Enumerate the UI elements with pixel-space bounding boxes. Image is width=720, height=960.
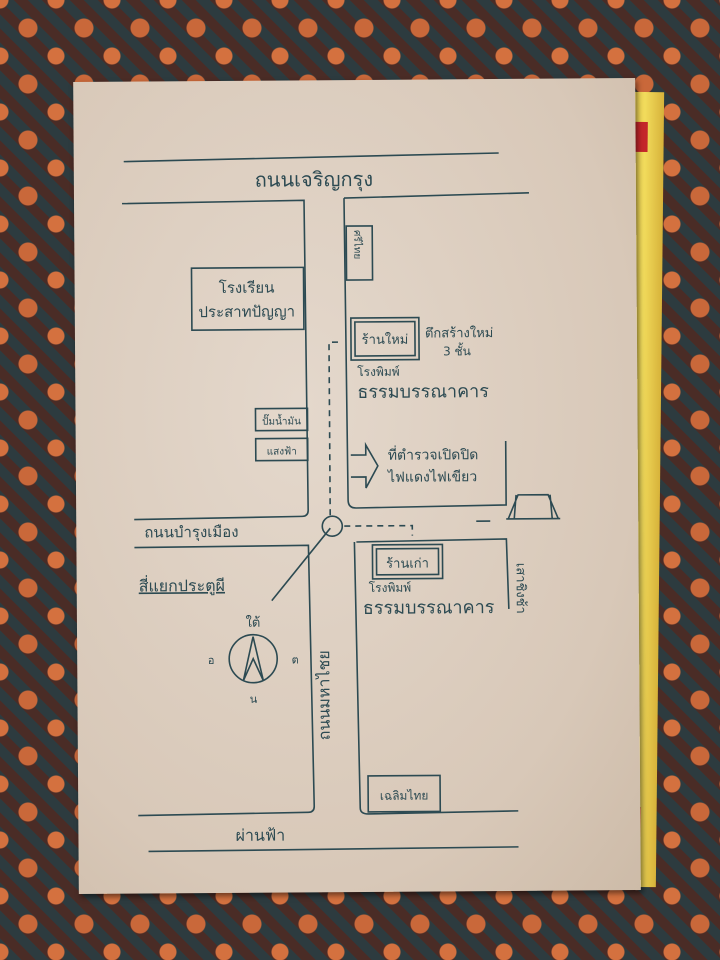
- road-label-maha-chai: ถนนมหาไชย: [314, 650, 334, 740]
- pointer-line: [271, 527, 331, 602]
- compass-south: ใต้: [245, 615, 260, 631]
- school-label: ประสาทปัญญา: [198, 302, 295, 321]
- intersection-label: สี่แยกประตูผี: [139, 574, 225, 597]
- giant-swing-icon: [506, 493, 561, 520]
- compass-east: ต: [292, 653, 299, 666]
- new-shop-label: ร้านใหม่: [362, 332, 409, 348]
- gas-station-box: [254, 407, 309, 432]
- saeng-fa-label: แสงฟ้า: [267, 445, 297, 457]
- school-label: โรงเรียน: [219, 279, 275, 297]
- chaloem-thai-label: เฉลิมไทย: [380, 789, 429, 803]
- road-line: [343, 191, 529, 199]
- block-se: [353, 542, 519, 815]
- chaloem-thai-box: [367, 774, 442, 813]
- block-nw: [122, 199, 309, 521]
- press-label: โรงพิมพ์: [357, 365, 400, 379]
- compass-icon: [228, 633, 279, 684]
- route-dashed: [328, 341, 344, 516]
- press-label: โรงพิมพ์: [369, 581, 412, 595]
- road-line: [123, 152, 499, 163]
- road-label-charoen-krung: ถนนเจริญกรุง: [255, 167, 374, 193]
- press-name: ธรรมบรรณาคาร: [363, 597, 495, 619]
- road-label-sao-chingcha: เสาชิงช้า: [513, 563, 528, 614]
- block-se-top: [356, 538, 510, 609]
- new-building-floors: 3 ชั้น: [443, 342, 471, 358]
- compass-north: น: [250, 693, 258, 706]
- block-ne: [343, 198, 507, 509]
- small-box-label: ศรีไทย: [351, 230, 363, 259]
- map-drawing: ถนนเจริญกรุง โรงเรียน ประสาทปัญญา ศรีไทย…: [122, 152, 561, 853]
- small-box: [345, 225, 374, 281]
- block-sw: [134, 544, 316, 817]
- old-shop-label: ร้านเก่า: [386, 556, 429, 571]
- saeng-fa-box: [254, 437, 309, 462]
- old-shop-box: [371, 543, 444, 580]
- new-shop-box: [350, 316, 420, 361]
- arrow-right-icon: [350, 441, 379, 489]
- compass-west: อ: [208, 654, 215, 667]
- road-line: [148, 846, 519, 853]
- gas-station-label: ปั๊มน้ำมัน: [262, 413, 301, 427]
- book-back-cover: ถนนเจริญกรุง โรงเรียน ประสาทปัญญา ศรีไทย…: [73, 78, 641, 894]
- intersection-marker-icon: [321, 515, 344, 537]
- route-dashed: [344, 524, 414, 536]
- press-name: ธรรมบรรณาคาร: [357, 381, 489, 403]
- police-label: ที่ตำรวจเปิดปิด: [388, 445, 479, 464]
- road-label-bamrung-mueang: ถนนบำรุงเมือง: [144, 523, 238, 543]
- school-box: [190, 266, 305, 331]
- new-building-label: ตึกสร้างใหม่: [425, 325, 493, 341]
- road-label-phan-fa: ผ่านฟ้า: [236, 826, 286, 845]
- police-label: ไฟแดงไฟเขียว: [387, 468, 477, 486]
